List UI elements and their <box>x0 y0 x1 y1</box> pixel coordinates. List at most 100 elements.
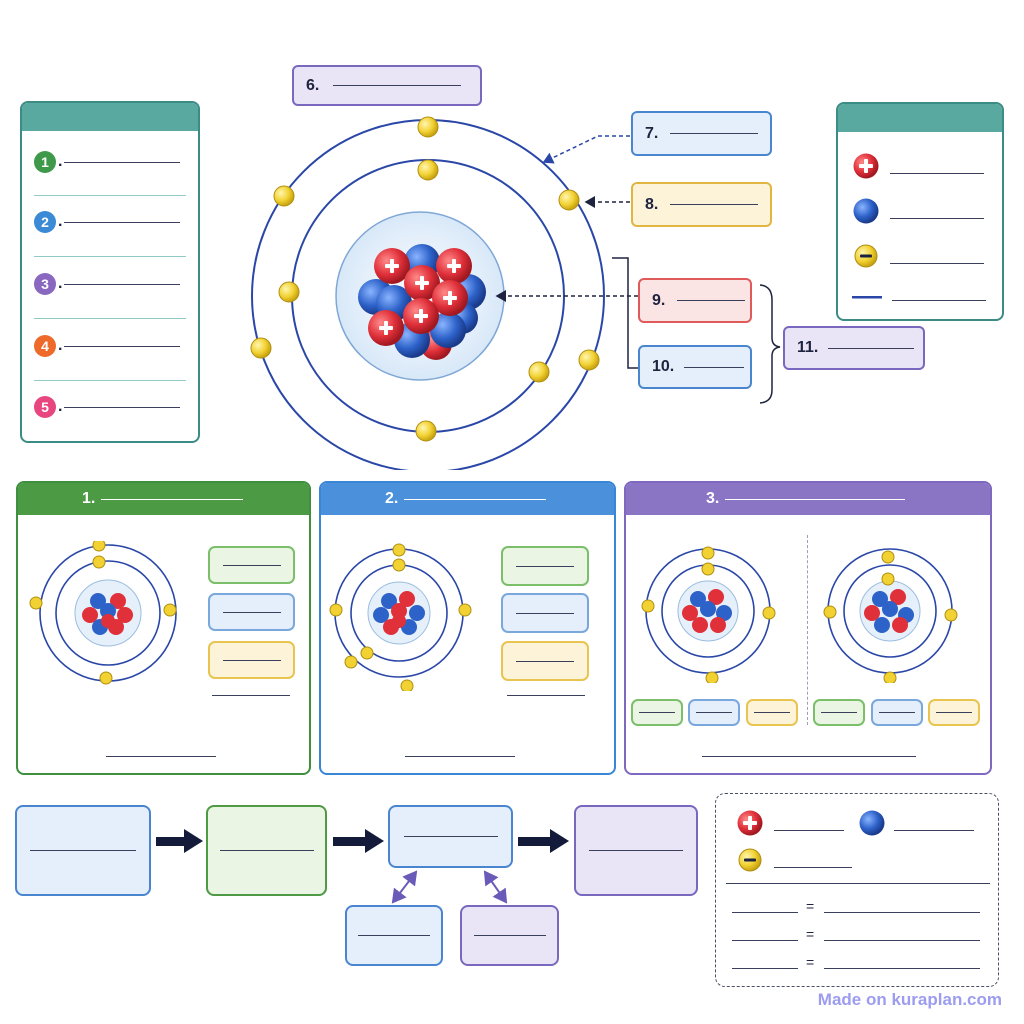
neutron-icon <box>853 198 879 224</box>
number-badge: 1 <box>34 151 56 173</box>
number-badge: 3 <box>34 273 56 295</box>
flow-box-6[interactable] <box>460 905 559 966</box>
flow-box-5[interactable] <box>345 905 443 966</box>
list-header <box>22 103 198 131</box>
answer-blank[interactable] <box>774 867 852 868</box>
answer-blank[interactable] <box>64 161 181 163</box>
section-2-header: 2. <box>321 483 614 515</box>
legend-row-orbit <box>852 287 986 307</box>
section-title-blank[interactable] <box>725 498 906 500</box>
list-item-1: 1 . <box>34 151 181 173</box>
answer-blank[interactable] <box>890 172 984 174</box>
answer-box-yellow[interactable] <box>208 641 295 679</box>
answer-box-blue-a[interactable] <box>688 699 740 726</box>
answer-blank[interactable] <box>64 345 181 347</box>
answer-box-green-b[interactable] <box>813 699 865 726</box>
answer-blank[interactable] <box>507 695 585 696</box>
answer-blank[interactable] <box>670 133 759 134</box>
section-3-header: 3. <box>626 483 990 515</box>
proton-icon <box>737 810 763 836</box>
equals-sign: = <box>806 954 815 970</box>
answer-blank[interactable] <box>732 940 798 941</box>
atom-model-3a <box>641 546 776 683</box>
answer-blank[interactable] <box>405 756 515 757</box>
list-item-5: 5 . <box>34 396 181 418</box>
numbered-answer-list: 1 . 2 . 3 . 4 . 5 . <box>20 101 200 443</box>
label-8-box[interactable]: 8. <box>631 182 772 227</box>
legend-row-electron <box>852 242 984 270</box>
answer-blank[interactable] <box>670 204 759 205</box>
orbit-line-icon <box>852 296 882 299</box>
section-2: 2. <box>319 481 616 775</box>
watermark[interactable]: Made on kuraplan.com <box>817 990 1002 1009</box>
answer-box-blue-b[interactable] <box>871 699 923 726</box>
label-11-box[interactable]: 11. <box>783 326 925 370</box>
section-title-blank[interactable] <box>101 498 244 500</box>
answer-blank[interactable] <box>684 366 745 368</box>
answer-box-blue[interactable] <box>208 593 295 631</box>
label-9-box[interactable]: 9. <box>638 278 752 323</box>
answer-blank[interactable] <box>106 756 216 757</box>
number-badge: 4 <box>34 335 56 357</box>
answer-blank[interactable] <box>333 85 462 86</box>
section-divider <box>807 535 808 725</box>
section-title-blank[interactable] <box>404 498 547 500</box>
particle-legend <box>836 102 1004 321</box>
answer-blank[interactable] <box>732 912 798 913</box>
answer-blank[interactable] <box>890 262 984 264</box>
nucleus <box>358 244 486 360</box>
answer-blank[interactable] <box>890 217 984 219</box>
answer-blank[interactable] <box>824 968 980 969</box>
answer-box-yellow-a[interactable] <box>746 699 798 726</box>
legend-row-proton <box>852 152 984 180</box>
answer-blank[interactable] <box>824 912 980 913</box>
answer-blank[interactable] <box>702 756 916 757</box>
formula-legend: = = = <box>715 793 999 987</box>
main-atom-diagram <box>250 116 605 470</box>
answer-blank[interactable] <box>774 830 844 831</box>
section-1-header: 1. <box>18 483 309 515</box>
answer-blank[interactable] <box>732 968 798 969</box>
proton-icon <box>853 153 879 179</box>
atom-model-3b <box>823 548 958 683</box>
answer-box-green-a[interactable] <box>631 699 683 726</box>
answer-box-green[interactable] <box>501 546 589 586</box>
flow-box-2[interactable] <box>206 805 327 896</box>
answer-blank[interactable] <box>726 883 990 884</box>
answer-box-green[interactable] <box>208 546 295 584</box>
answer-blank[interactable] <box>892 299 986 301</box>
label-7-box[interactable]: 7. <box>631 111 772 156</box>
label-6-box[interactable]: 6. <box>292 65 482 106</box>
answer-blank[interactable] <box>828 347 915 349</box>
answer-box-blue[interactable] <box>501 593 589 633</box>
answer-blank[interactable] <box>64 283 181 285</box>
list-item-4: 4 . <box>34 335 181 357</box>
section-1: 1. <box>16 481 311 775</box>
answer-box-yellow[interactable] <box>501 641 589 681</box>
number-badge: 5 <box>34 396 56 418</box>
list-item-2: 2 . <box>34 211 181 233</box>
answer-blank[interactable] <box>64 221 181 223</box>
number-badge: 2 <box>34 211 56 233</box>
flow-box-1[interactable] <box>15 805 151 896</box>
answer-blank[interactable] <box>64 406 181 408</box>
answer-blank[interactable] <box>824 940 980 941</box>
electrons <box>250 116 600 442</box>
answer-blank[interactable] <box>677 300 746 301</box>
flow-box-4[interactable] <box>574 805 698 896</box>
answer-box-yellow-b[interactable] <box>928 699 980 726</box>
atom-model-2 <box>329 543 472 691</box>
legend-row-neutron <box>852 197 984 225</box>
section-3: 3. <box>624 481 992 775</box>
legend-header <box>838 104 1002 132</box>
neutron-icon <box>859 810 885 836</box>
equals-sign: = <box>806 926 815 942</box>
label-10-box[interactable]: 10. <box>638 345 752 389</box>
flow-box-3[interactable] <box>388 805 513 868</box>
answer-blank[interactable] <box>212 695 290 696</box>
atom-model-1 <box>29 541 177 685</box>
equals-sign: = <box>806 898 815 914</box>
answer-blank[interactable] <box>894 830 974 831</box>
